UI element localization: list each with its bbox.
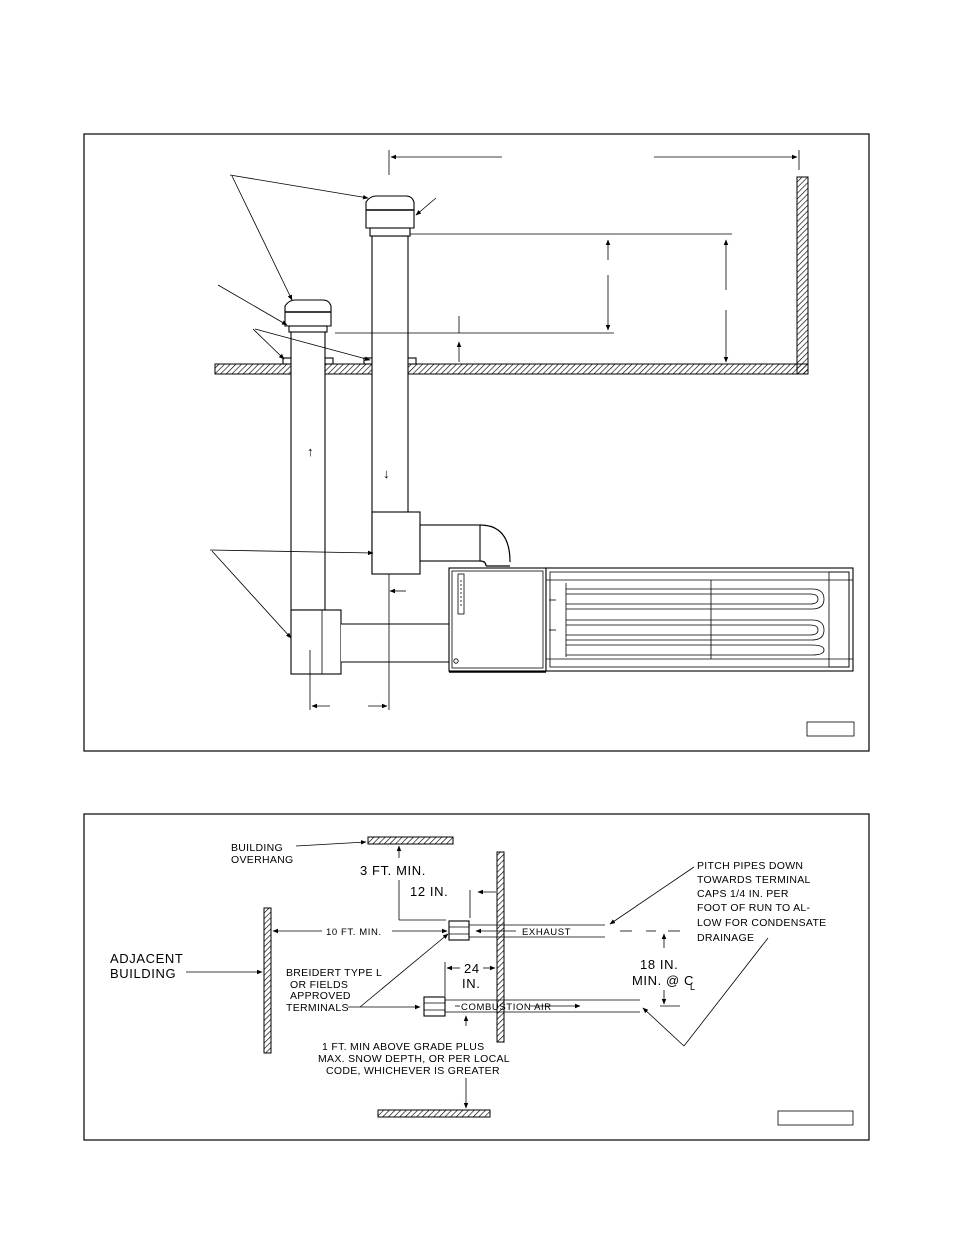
exterior-wall <box>496 851 505 1043</box>
bottom-dimensions <box>309 574 406 710</box>
terminals-note-4: TERMINALS <box>286 1002 349 1014</box>
label-18-in: 18 IN. <box>640 957 678 972</box>
label-min-at-centerline: MIN. @ C <box>632 973 694 988</box>
top-dimension-line <box>388 150 800 175</box>
centerline-subscript: L <box>690 982 695 992</box>
grade-note-2: MAX. SNOW DEPTH, OR PER LOCAL <box>318 1053 510 1065</box>
heater-unit <box>448 567 854 673</box>
label-24: 24 <box>464 961 480 976</box>
pitch-note-5: LOW FOR CONDENSATE <box>697 917 826 929</box>
terminals-note-1: BREIDERT TYPE L <box>286 967 382 979</box>
label-adjacent-building-1: ADJACENT <box>110 951 183 966</box>
label-12-in: 12 IN. <box>410 884 448 899</box>
label-building-overhang-1: BUILDING <box>231 842 283 854</box>
label-10-ft-min: 10 FT. MIN. <box>326 927 382 938</box>
label-adjacent-building-2: BUILDING <box>110 966 176 981</box>
label-building-overhang-2: OVERHANG <box>231 854 294 866</box>
terminal-cap-low <box>284 299 332 327</box>
exhaust-pipe: EXHAUST <box>448 920 656 941</box>
grade-note-3: CODE, WHICHEVER IS GREATER <box>326 1065 500 1077</box>
pitch-note-4: FOOT OF RUN TO AL- <box>697 902 811 914</box>
label-3ft-min: 3 FT. MIN. <box>360 863 426 878</box>
leader-overhang <box>295 840 367 847</box>
figure-frame-bottom <box>83 813 870 1141</box>
building-overhang <box>367 836 454 845</box>
leader-pitch-combustion <box>642 1007 685 1047</box>
combustion-air-pipe: COMBUSTION AIR <box>423 996 640 1017</box>
pitch-note-1: PITCH PIPES DOWN <box>697 860 803 872</box>
label-24-in: IN. <box>462 976 480 991</box>
height-dimensions <box>335 233 732 363</box>
figure-roof-venting: ↑ ↓ <box>83 133 870 752</box>
adjacent-building-wall <box>263 907 272 1054</box>
pitch-note-6: DRAINAGE <box>697 932 754 944</box>
leader-lines <box>209 174 437 639</box>
label-combustion-air: COMBUSTION AIR <box>461 1002 552 1013</box>
grade-line <box>377 1109 491 1118</box>
leader-pitch-exhaust <box>609 866 695 925</box>
terminal-cap-high <box>365 195 415 229</box>
exhaust-elbow <box>371 511 511 575</box>
figure-number-box-top <box>806 721 855 737</box>
grade-note-1: 1 FT. MIN ABOVE GRADE PLUS <box>322 1041 484 1053</box>
figure-frame-top <box>83 133 870 752</box>
building-wall <box>214 176 809 375</box>
pitch-note-2: TOWARDS TERMINAL <box>697 874 811 886</box>
flow-arrow-up: ↑ <box>307 444 314 459</box>
terminals-note-3: APPROVED <box>290 990 351 1002</box>
figure-sidewall-venting: BUILDING OVERHANG 3 FT. MIN. 12 IN. PITC… <box>83 813 870 1141</box>
label-exhaust: EXHAUST <box>522 927 571 938</box>
terminals-note-2: OR FIELDS <box>290 979 348 991</box>
intake-vent-pipe <box>284 299 342 675</box>
pitch-note-3: CAPS 1/4 IN. PER <box>697 888 789 900</box>
figure-number-box-bottom <box>777 1110 854 1126</box>
flow-arrow-down: ↓ <box>383 466 390 481</box>
